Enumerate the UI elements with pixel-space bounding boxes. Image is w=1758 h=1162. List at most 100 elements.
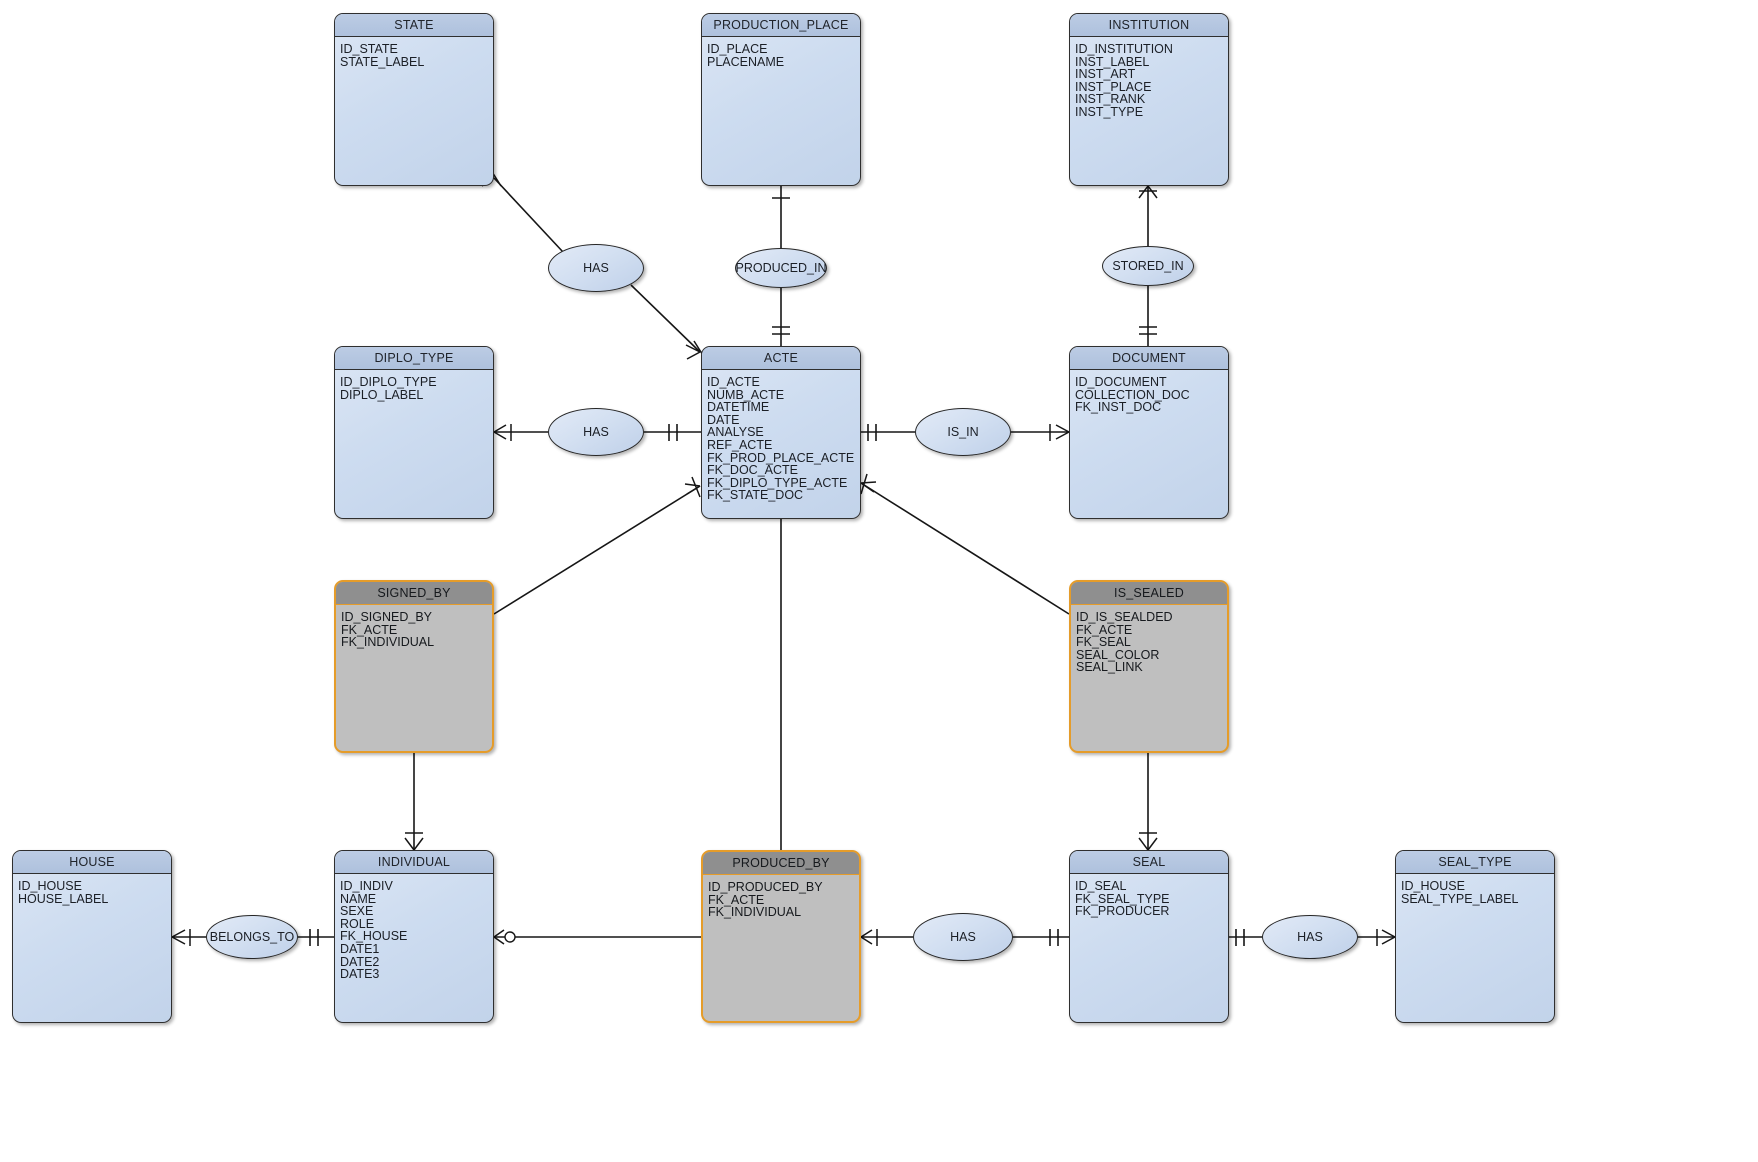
attribute-row: NUMB_ACTE [707, 387, 785, 402]
relationship-rel_stored_in[interactable]: STORED_IN [1102, 246, 1194, 286]
attribute-row: ID_SIGNED_BY [341, 610, 433, 624]
attribute-row: FK_ACTE [1076, 622, 1133, 637]
one-one-marker-acte-right [867, 424, 877, 441]
crowfoot-house [171, 929, 191, 946]
attribute-row: COLLECTION_DOC [1075, 387, 1190, 402]
attribute-row: ID_DIPLO_TYPE [340, 375, 437, 389]
attribute-row: REF_ACTE [707, 437, 773, 452]
relationship-rel_belongs_to[interactable]: BELONGS_TO [206, 915, 298, 959]
attribute-row: FK_SEAL_TYPE [1075, 891, 1170, 906]
relationship-rel_has_state[interactable]: HAS [548, 244, 644, 292]
attribute-row: SEXE [340, 904, 374, 919]
attribute-row: SEAL_COLOR [1076, 647, 1160, 662]
entity-title-diplo_type: DIPLO_TYPE [335, 347, 493, 370]
relationship-rel_has_produced_by[interactable]: HAS [913, 913, 1013, 961]
relationship-label: HAS [1297, 930, 1323, 944]
entity-title-seal: SEAL [1070, 851, 1228, 874]
relationship-label: HAS [950, 930, 976, 944]
attribute-row: ID_IS_SEALDED [1076, 610, 1173, 624]
entity-title-house: HOUSE [13, 851, 171, 874]
relationship-rel_has_diplo[interactable]: HAS [548, 408, 644, 456]
relationship-rel_is_in[interactable]: IS_IN [915, 408, 1011, 456]
edge-state-has [493, 177, 564, 253]
attribute-row: ROLE [340, 916, 375, 931]
crowfoot-seal-top [1138, 832, 1158, 851]
crowfoot-document-left [1049, 424, 1070, 441]
entity-title-seal_type: SEAL_TYPE [1396, 851, 1554, 874]
one-one-marker-document-top [1139, 326, 1157, 335]
crowfoot-individual-top [404, 832, 424, 851]
attribute-row: ID_HOUSE [1401, 879, 1465, 893]
attribute-row: ID_ACTE [707, 375, 760, 389]
attribute-row: FK_STATE_DOC [707, 488, 804, 503]
one-one-marker-seal-right [1235, 929, 1245, 946]
entity-title-institution: INSTITUTION [1070, 14, 1228, 37]
attribute-row: ID_DOCUMENT [1075, 375, 1167, 389]
attribute-row: INST_TYPE [1075, 104, 1144, 119]
relationship-label: HAS [583, 425, 609, 439]
relationship-rel_produced_in[interactable]: PRODUCED_IN [735, 248, 827, 288]
attribute-row: FK_PROD_PLACE_ACTE [707, 450, 855, 465]
crowfoot-producedby-right [860, 929, 878, 946]
attribute-row: INST_ART [1075, 67, 1136, 82]
attribute-row: ID_INDIV [340, 879, 393, 893]
attribute-row: FK_ACTE [341, 622, 398, 637]
attribute-row: PLACENAME [707, 54, 785, 69]
attribute-row: INST_RANK [1075, 92, 1146, 107]
attribute-row: SEAL_TYPE_LABEL [1401, 891, 1519, 906]
attribute-row: FK_HOUSE [340, 929, 408, 944]
crowfoot-diplotype [493, 424, 512, 441]
attribute-row: DATETIME [707, 400, 770, 415]
edge-acte-issealed [860, 482, 1070, 615]
relationship-label: STORED_IN [1112, 259, 1184, 273]
crowfoot-acte-signedby [684, 476, 701, 498]
relationship-label: PRODUCED_IN [735, 261, 827, 275]
attribute-row: FK_INST_DOC [1075, 400, 1162, 415]
attribute-row: NAME [340, 891, 377, 906]
one-one-marker-seal-left [1049, 929, 1059, 946]
entity-title-document: DOCUMENT [1070, 347, 1228, 370]
entity-title-signed_by: SIGNED_BY [336, 582, 492, 605]
attribute-row: HOUSE_LABEL [18, 891, 109, 906]
one-one-marker-individual-left [309, 929, 319, 946]
entity-title-production_place: PRODUCTION_PLACE [702, 14, 860, 37]
attribute-row: DIPLO_LABEL [340, 387, 424, 402]
edge-acte-signedby [493, 485, 701, 615]
attribute-row: INST_PLACE [1075, 79, 1152, 94]
entity-title-is_sealed: IS_SEALED [1071, 582, 1227, 605]
attribute-row: SEAL_LINK [1076, 660, 1143, 675]
relationship-rel_has_seal_type[interactable]: HAS [1262, 915, 1358, 959]
entity-title-individual: INDIVIDUAL [335, 851, 493, 874]
attribute-row: ID_HOUSE [18, 879, 82, 893]
attribute-row: ID_SEAL [1075, 879, 1127, 893]
attribute-row: ID_PRODUCED_BY [708, 880, 823, 894]
zeromany-marker-individual-right [493, 929, 516, 945]
relationship-label: BELONGS_TO [209, 930, 295, 944]
relationship-label: HAS [583, 261, 609, 275]
crowfoot-acte-issealed [860, 473, 877, 495]
relationship-label: IS_IN [947, 425, 979, 439]
